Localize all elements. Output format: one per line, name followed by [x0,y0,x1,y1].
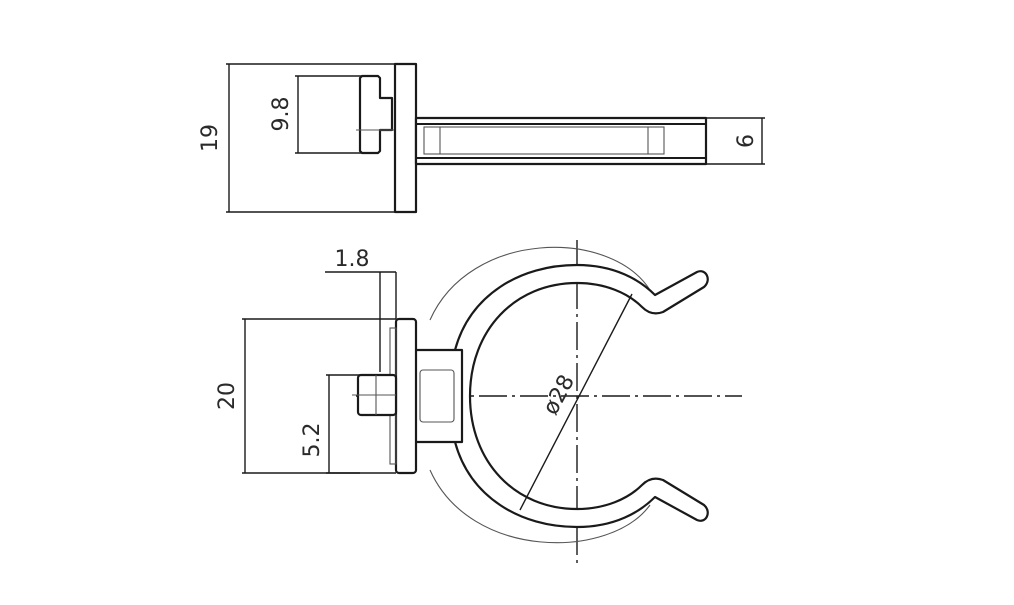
bar-top [414,116,708,166]
reference-circle [429,246,651,544]
dim-19-label: 19 [198,124,223,152]
dim-9-8-label: 9.8 [269,97,294,132]
dim-20-label: 20 [215,382,240,410]
screw-head-top [358,74,394,155]
diameter-leader [519,293,633,511]
dim-19-lines [226,63,395,213]
clamp-ring [453,263,709,529]
plate-front [394,317,418,475]
dim-1-8-lines [325,271,397,372]
dim-1-8-label: 1.8 [335,247,370,272]
dim-6-label: 6 [734,134,759,148]
dim-5-2-lines [326,374,360,474]
dim-5-2-label: 5.2 [300,423,325,458]
dim-diameter-label: ø28 [538,371,580,419]
plate-top [393,62,418,214]
dim-20-lines [242,318,396,474]
neck-block [412,348,464,444]
dim-9-8-lines [295,75,365,154]
top-view: 19 9.8 [198,62,765,214]
front-view: 1.8 20 5.2 ø28 [215,240,742,566]
dim-6-lines [706,117,765,165]
